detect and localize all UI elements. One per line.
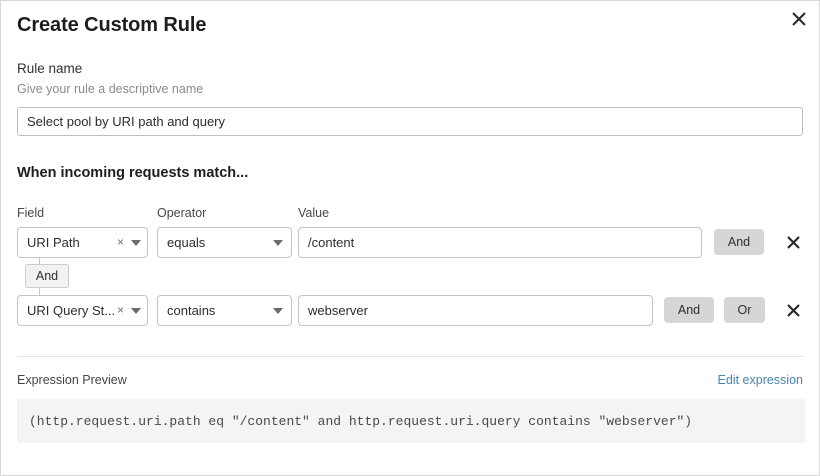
condition-row: URI Path × equals And (17, 227, 803, 258)
rule-name-section: Rule name Give your rule a descriptive n… (1, 60, 819, 136)
match-heading: When incoming requests match... (17, 165, 249, 181)
rule-name-input[interactable] (17, 107, 803, 136)
field-select-1-value: URI Path (27, 235, 80, 250)
expression-preview-label: Expression Preview (17, 373, 127, 387)
clear-field-icon[interactable]: × (116, 235, 124, 249)
match-section: When incoming requests match... Field Op… (1, 164, 819, 326)
expression-preview-text: (http.request.uri.path eq "/content" and… (29, 413, 693, 429)
operator-select-2-value: contains (167, 303, 216, 318)
edit-expression-link[interactable]: Edit expression (717, 373, 803, 387)
close-icon[interactable] (788, 8, 810, 30)
value-input-2[interactable] (298, 295, 653, 326)
operator-select-2[interactable]: contains (157, 295, 292, 326)
remove-condition-button-2[interactable] (781, 297, 806, 323)
dialog-header: Create Custom Rule (1, 1, 819, 38)
connector-line-top (39, 258, 40, 264)
clear-field-icon[interactable]: × (116, 303, 124, 317)
column-header-operator: Operator (157, 206, 207, 220)
condition-column-headers: Field Operator Value (17, 204, 803, 222)
column-header-value: Value (298, 206, 330, 220)
condition-connector: And (17, 258, 803, 295)
field-select-2-value: URI Query St... (27, 303, 115, 318)
add-or-condition-button-2[interactable]: Or (724, 297, 765, 323)
expression-preview-box: (http.request.uri.path eq "/content" and… (17, 399, 805, 443)
field-select-2[interactable]: URI Query St... × (17, 295, 148, 326)
add-and-condition-button-2[interactable]: And (664, 297, 714, 323)
connector-and-button[interactable]: And (25, 264, 69, 288)
field-select-1[interactable]: URI Path × (17, 227, 148, 258)
remove-condition-button-1[interactable] (781, 229, 806, 255)
condition-row: URI Query St... × contains And Or (17, 295, 803, 326)
condition-rows: URI Path × equals And (17, 227, 803, 326)
chevron-down-icon (273, 239, 283, 246)
value-input-1[interactable] (298, 227, 702, 258)
rule-name-label: Rule name (17, 61, 83, 76)
chevron-down-icon (273, 307, 283, 314)
page-title: Create Custom Rule (17, 14, 207, 36)
section-divider (17, 356, 803, 357)
operator-select-1-value: equals (167, 235, 206, 250)
chevron-down-icon (131, 307, 141, 314)
column-header-field: Field (17, 206, 45, 220)
connector-line-bottom (39, 288, 40, 295)
operator-select-1[interactable]: equals (157, 227, 292, 258)
add-and-condition-button-1[interactable]: And (714, 229, 764, 255)
rule-name-help: Give your rule a descriptive name (17, 82, 204, 96)
expression-preview-header: Expression Preview Edit expression (1, 371, 819, 389)
chevron-down-icon (131, 239, 141, 246)
